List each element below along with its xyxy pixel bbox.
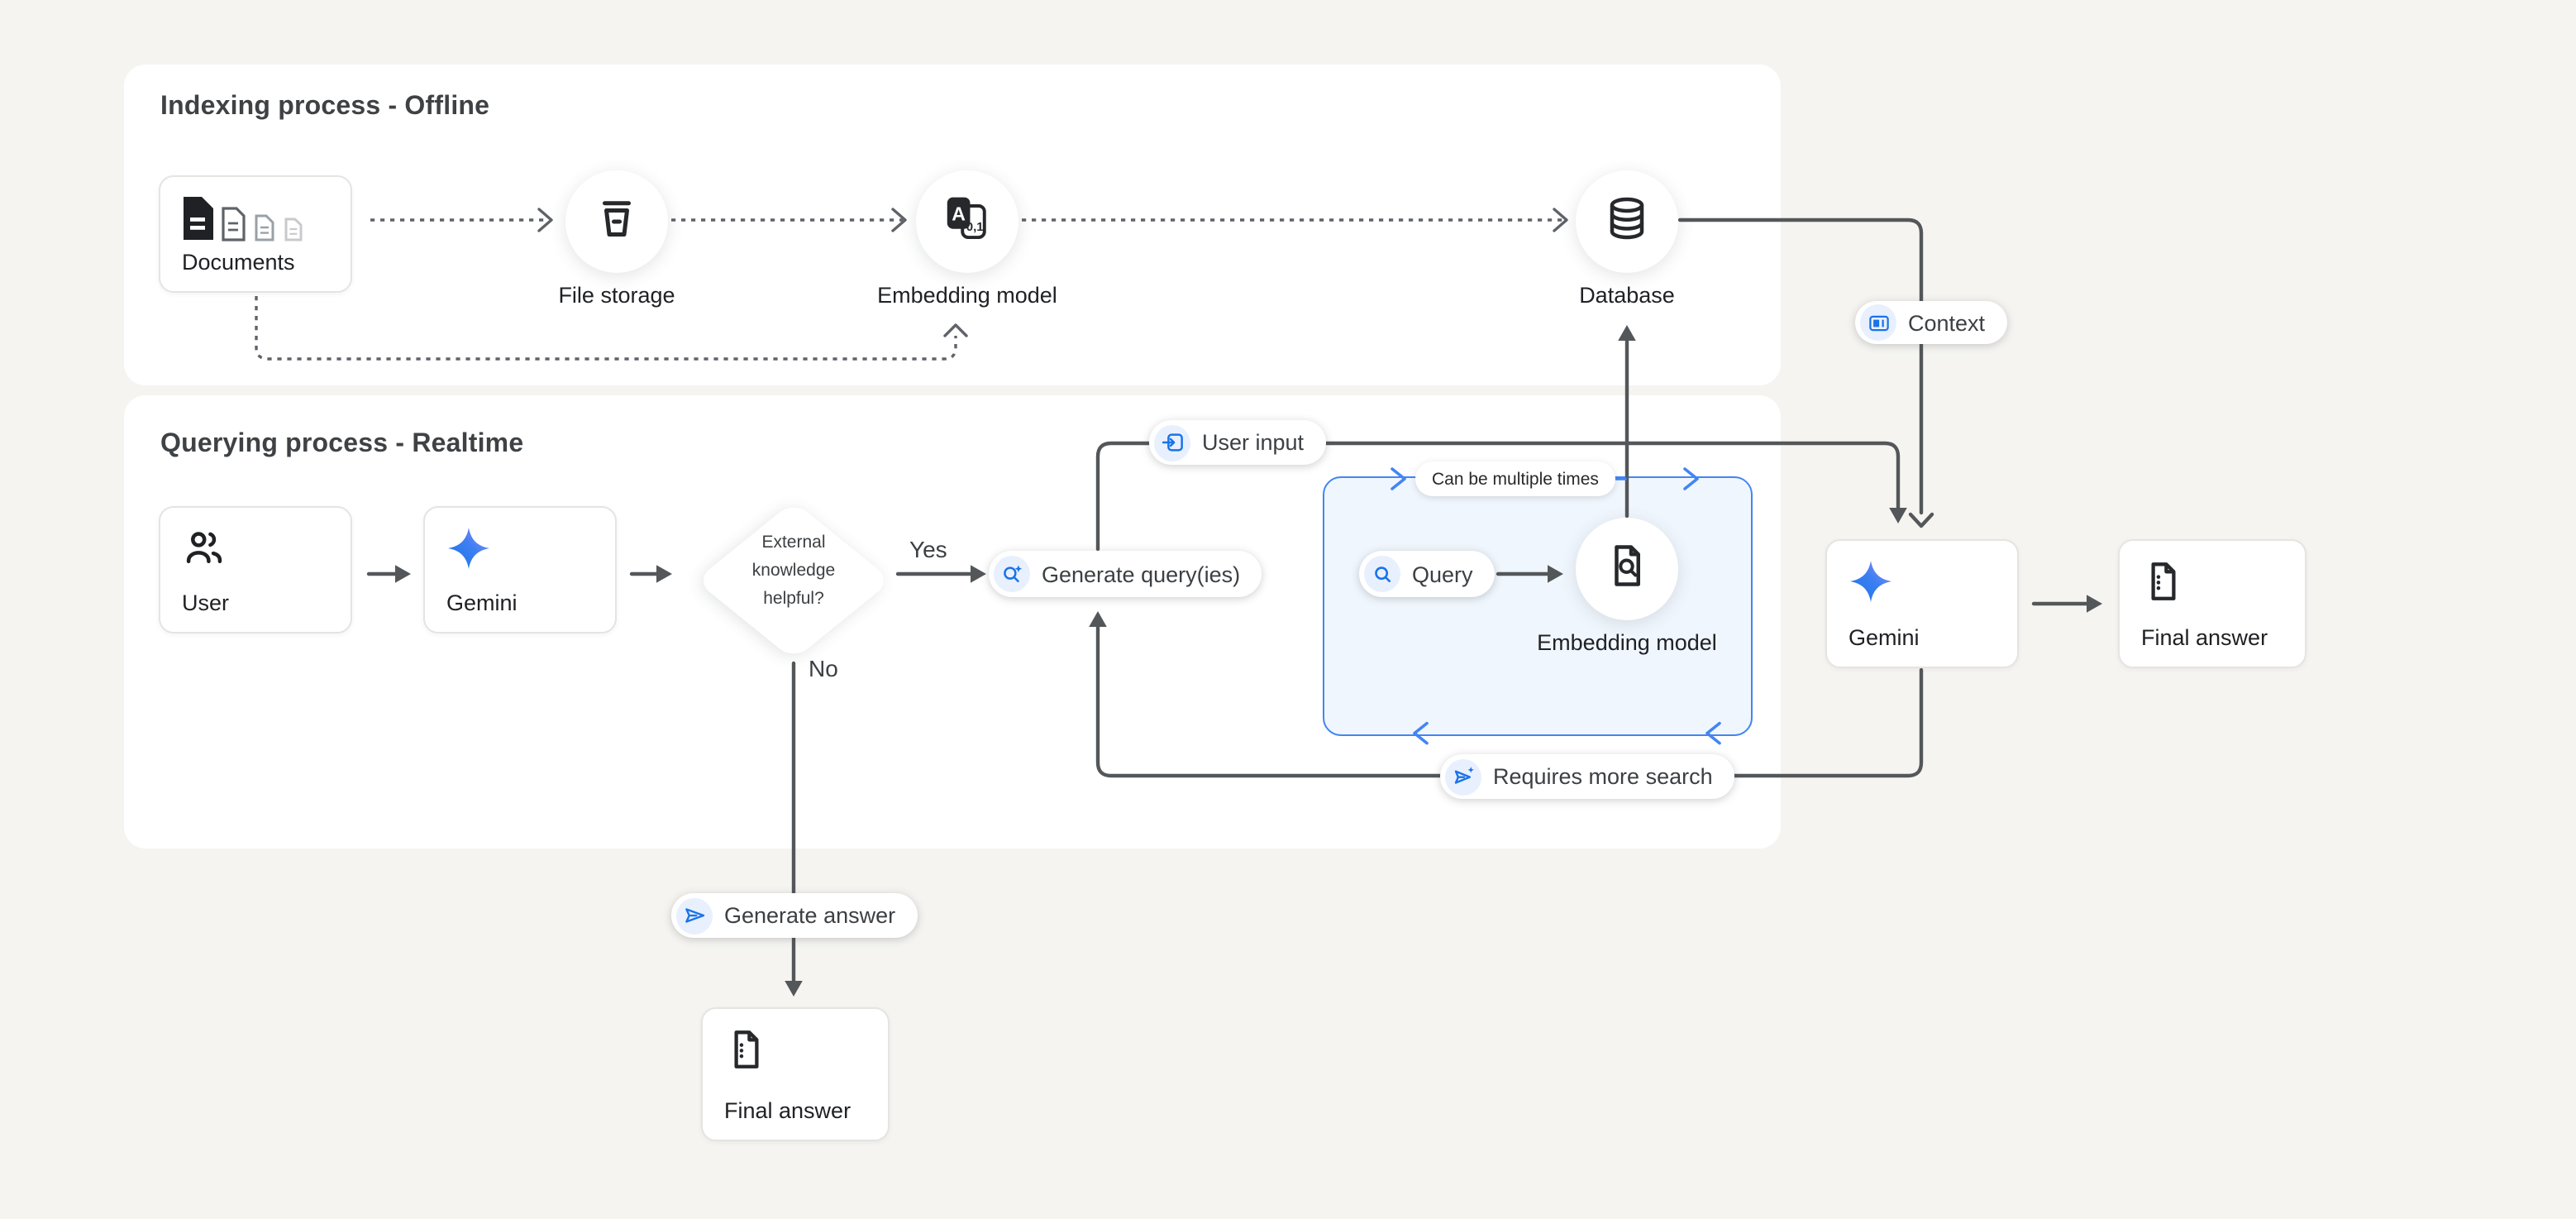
svg-text:A: A (952, 202, 966, 223)
gemini-star-icon (446, 526, 594, 579)
gemini-star-icon (1849, 559, 1996, 612)
loop-arrow-top-left (1391, 467, 1406, 490)
send-spark-icon (1445, 758, 1481, 795)
gemini-label: Gemini (446, 590, 518, 615)
file-storage-label: File storage (558, 283, 675, 308)
loop-arrow-bottom-left (1413, 721, 1429, 745)
node-final-answer: Final answer (2118, 539, 2306, 668)
edge-context (1677, 218, 1924, 515)
node-database (1576, 170, 1678, 273)
user-input-label: User input (1202, 430, 1305, 455)
edge-requires-more-search (1095, 624, 1924, 778)
loop-arrow-top-right (1683, 467, 1699, 490)
node-user: User (159, 506, 352, 633)
node-embedding-model: A 0,1 (916, 170, 1018, 273)
no-label: No (809, 655, 838, 681)
context-pill: Context (1855, 301, 2007, 344)
gemini-2-label: Gemini (1849, 625, 1920, 650)
generate-queries-pill: Generate query(ies) (989, 551, 1262, 597)
final-answer-doc-icon (2141, 559, 2283, 612)
indexing-title: Indexing process - Offline (160, 93, 490, 121)
final-answer-doc-icon (724, 1027, 866, 1080)
send-icon (676, 897, 713, 934)
context-card-icon (1860, 304, 1896, 341)
user-input-pill: User input (1149, 420, 1326, 465)
node-gemini: Gemini (423, 506, 617, 633)
documents-label: Documents (182, 250, 295, 275)
query-label: Query (1412, 562, 1473, 586)
yes-label: Yes (909, 536, 947, 562)
generate-answer-label: Generate answer (724, 903, 896, 928)
documents-stack-icon (182, 195, 329, 250)
query-pill: Query (1359, 551, 1495, 597)
svg-text:0,1: 0,1 (966, 219, 984, 233)
user-label: User (182, 590, 230, 615)
generate-answer-pill: Generate answer (671, 893, 918, 938)
requires-more-search-pill: Requires more search (1440, 754, 1734, 799)
edge-documents-embedding-loop (255, 296, 957, 361)
generate-queries-label: Generate query(ies) (1042, 562, 1241, 586)
can-be-multiple-times-label: Can be multiple times (1432, 469, 1599, 489)
database-label: Database (1579, 283, 1675, 308)
loop-arrow-bottom-right (1705, 721, 1721, 745)
input-icon (1154, 424, 1190, 461)
node-gemini-2: Gemini (1825, 539, 2019, 668)
node-file-storage (565, 170, 668, 273)
context-label: Context (1908, 310, 1986, 335)
node-embedding-model-query (1576, 518, 1678, 620)
search-spark-icon (994, 556, 1030, 592)
requires-more-search-label: Requires more search (1493, 764, 1713, 789)
edge-userinput (1095, 441, 1901, 552)
embedding-model-label: Embedding model (877, 283, 1057, 308)
decision-text: External knowledge helpful? (751, 533, 836, 609)
final-answer-2-label: Final answer (724, 1098, 852, 1123)
multi-query-loop-box (1323, 476, 1753, 736)
embedding-model-query-label: Embedding model (1537, 630, 1717, 655)
node-final-answer-2: Final answer (701, 1007, 890, 1141)
document-search-icon (1602, 540, 1652, 598)
bucket-icon (592, 193, 642, 251)
can-be-multiple-times-pill: Can be multiple times (1415, 461, 1615, 496)
search-icon (1364, 556, 1400, 592)
querying-title: Querying process - Realtime (160, 430, 524, 458)
database-icon (1602, 193, 1652, 251)
user-group-icon (182, 526, 329, 579)
embedding-translate-icon: A 0,1 (942, 193, 992, 251)
final-answer-label: Final answer (2141, 625, 2268, 650)
node-documents: Documents (159, 175, 352, 293)
